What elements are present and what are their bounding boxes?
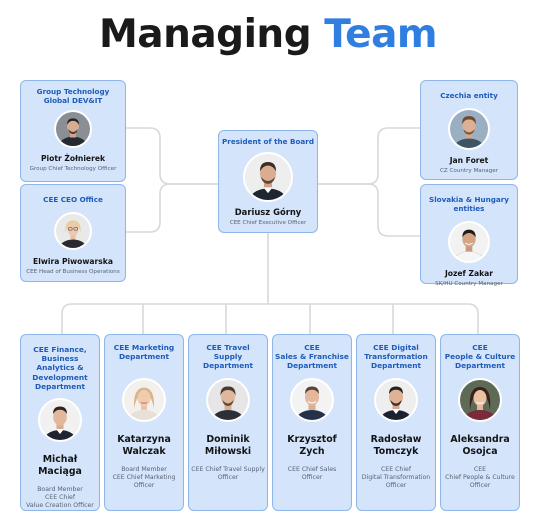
card-dept: CEE Finance, Business Analytics & Develo…	[32, 345, 88, 391]
person-role: CEE Head of Business Operations	[26, 269, 120, 275]
avatar	[54, 212, 92, 250]
person-name: Elwira Piwowarska	[33, 257, 113, 266]
avatar	[54, 110, 92, 148]
card-dept: CEE CEO Office	[43, 195, 103, 204]
person-name: Dominik Miłowski	[204, 434, 252, 457]
person-name: Jan Foret	[449, 156, 489, 165]
person-role: Board Member CEE Chief Value Creation Of…	[26, 486, 94, 510]
title-accent: Team	[324, 12, 438, 57]
person-photo-icon	[40, 400, 80, 441]
card-group-technology[interactable]: Group Technology Global DEV&IT Piotr Żoł…	[20, 80, 126, 182]
avatar	[290, 378, 334, 422]
person-photo-icon	[245, 154, 291, 200]
person-name: Piotr Żołnierek	[40, 154, 106, 163]
person-photo-icon	[376, 380, 416, 420]
card-travel-supply-department[interactable]: CEE Travel Supply Department Dominik Mił…	[188, 334, 268, 511]
card-finance-department[interactable]: CEE Finance, Business Analytics & Develo…	[20, 334, 100, 511]
avatar	[374, 378, 418, 422]
card-dept: CEE Sales & Franchise Department	[275, 343, 349, 371]
person-photo-icon	[450, 223, 488, 261]
connector-bus	[61, 303, 479, 334]
card-dept: CEE Travel Supply Department	[202, 343, 254, 371]
avatar	[448, 221, 490, 263]
connector-right-bottom	[318, 183, 420, 237]
person-photo-icon	[292, 380, 332, 420]
card-president[interactable]: President of the Board Dariusz Górny CEE…	[218, 130, 318, 233]
person-role: CEE Chief Travel Supply Officer	[191, 466, 265, 482]
person-role: CEE Chief Sales Officer	[287, 466, 337, 482]
person-role: Group Chief Technology Officer	[29, 166, 117, 172]
person-role: CZ Country Manager	[439, 168, 499, 174]
person-name: Michał Maciąga	[38, 454, 82, 477]
person-photo-icon	[124, 380, 164, 420]
card-dept: Slovakia & Hungary entities	[429, 195, 509, 213]
person-photo-icon	[450, 110, 488, 148]
card-ceo-office[interactable]: CEE CEO Office Elwira Piwowarska CEE Hea…	[20, 184, 126, 282]
card-dept: Czechia entity	[440, 91, 498, 100]
person-name: Jozef Zakar	[444, 269, 494, 278]
person-photo-icon	[56, 214, 90, 248]
page-title: Managing Team	[0, 12, 536, 57]
person-role: Board Member CEE Chief Marketing Officer	[112, 466, 176, 490]
connector-left-top	[125, 127, 218, 185]
card-marketing-department[interactable]: CEE Marketing Department Katarzyna Walcz…	[104, 334, 184, 511]
card-dept: CEE Digital Transformation Department	[364, 343, 428, 371]
connector-left-bottom	[125, 183, 218, 233]
avatar	[243, 152, 293, 202]
avatar	[122, 378, 166, 422]
card-dept: CEE Marketing Department	[113, 343, 175, 362]
card-dept: Group Technology Global DEV&IT	[36, 87, 110, 105]
avatar	[448, 108, 490, 150]
person-role: SK/HU Country Manager	[435, 281, 503, 287]
connector-right-top	[318, 127, 420, 185]
title-main: Managing	[98, 12, 312, 57]
person-role: CEE Chief Digital Transformation Officer	[361, 466, 431, 490]
person-name: Dariusz Górny	[234, 207, 302, 217]
card-sales-franchise-department[interactable]: CEE Sales & Franchise Department Krzyszt…	[272, 334, 352, 511]
avatar	[38, 398, 82, 443]
card-digital-transformation-department[interactable]: CEE Digital Transformation Department Ra…	[356, 334, 436, 511]
person-photo-icon	[56, 112, 90, 146]
person-photo-icon	[460, 380, 500, 420]
person-name: Katarzyna Walczak	[117, 434, 171, 457]
avatar	[206, 378, 250, 422]
person-role: CEE Chief Executive Officer	[229, 220, 307, 226]
person-name: Radosław Tomczyk	[370, 434, 422, 457]
card-slovakia-hungary[interactable]: Slovakia & Hungary entities Jozef Zakar …	[420, 184, 518, 287]
card-people-culture-department[interactable]: CEE People & Culture Department Aleksand…	[440, 334, 520, 511]
avatar	[458, 378, 502, 422]
person-name: Krzysztof Zych	[287, 434, 337, 457]
card-czechia[interactable]: Czechia entity Jan Foret CZ Country Mana…	[420, 80, 518, 180]
person-name: Aleksandra Osojca	[450, 434, 510, 457]
person-role: CEE Chief People & Culture Officer	[445, 466, 515, 490]
card-dept: President of the Board	[222, 137, 314, 146]
card-dept: CEE People & Culture Department	[444, 343, 516, 371]
person-photo-icon	[208, 380, 248, 420]
